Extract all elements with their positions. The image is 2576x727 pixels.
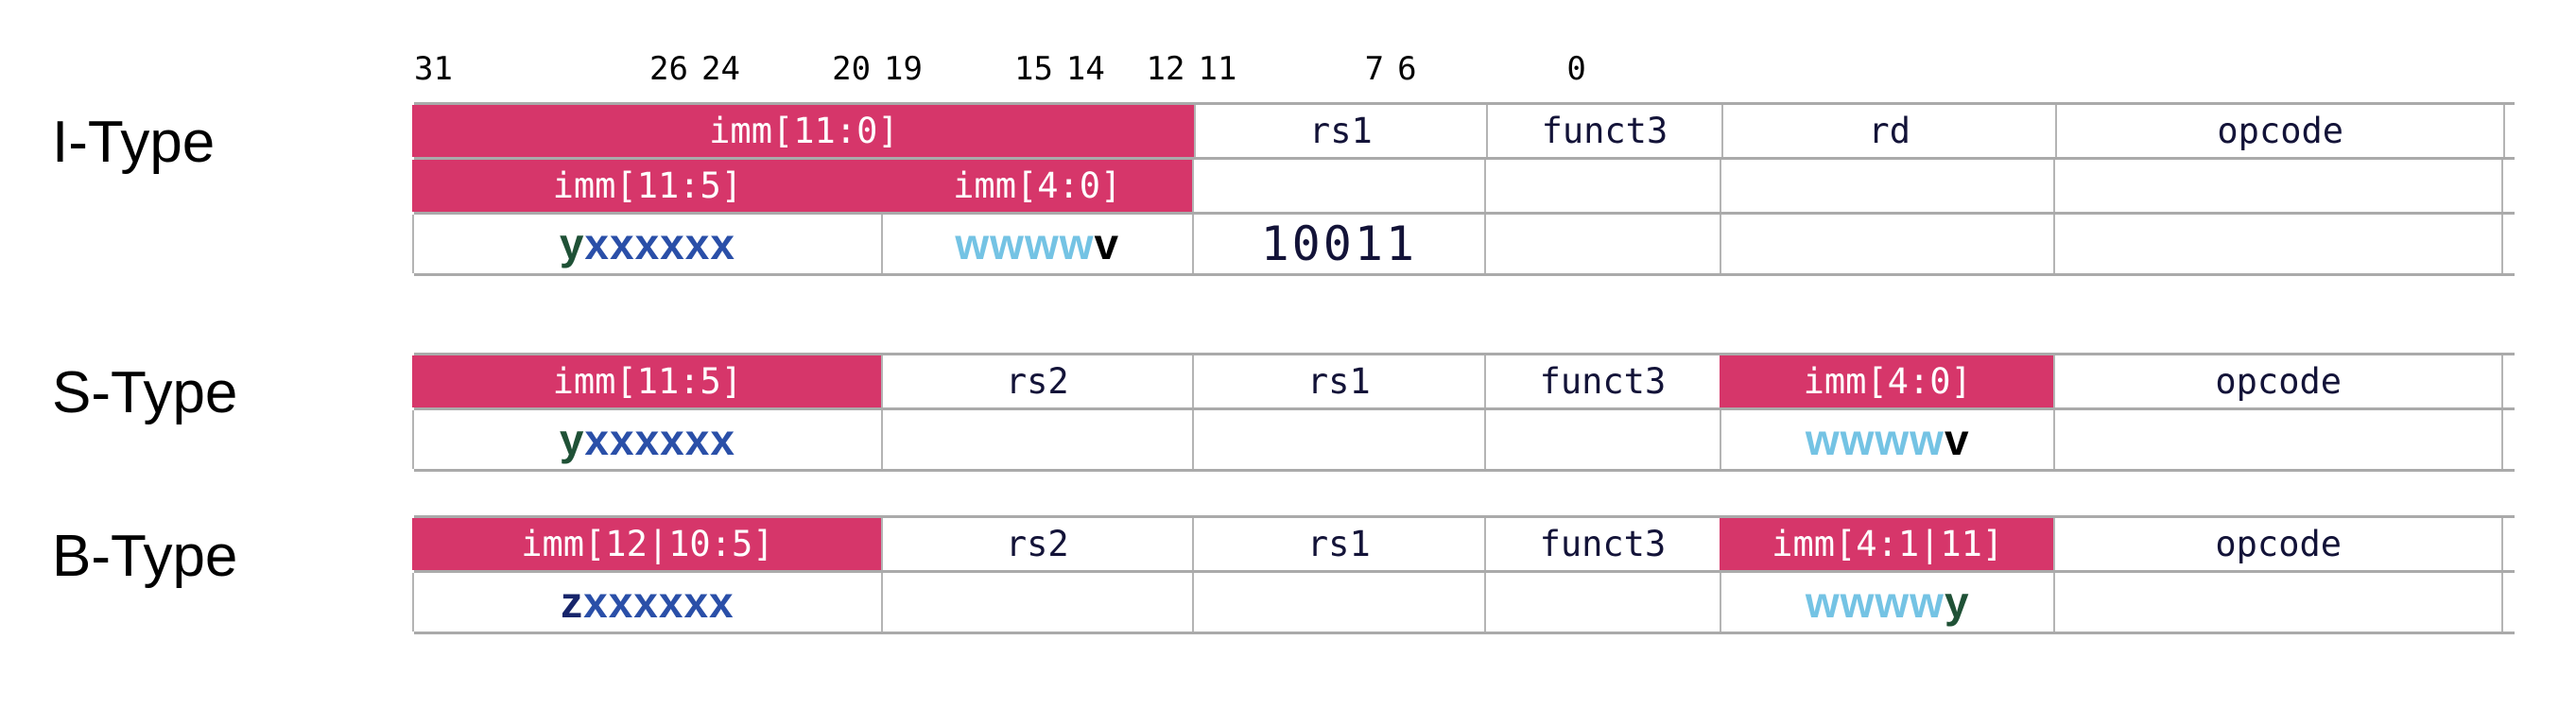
bit-glyph-navy: z — [561, 578, 584, 627]
bit-pattern-cell-1 — [880, 410, 1194, 469]
field-cell-imm-11-0: imm[11:0] — [412, 105, 1196, 157]
field-cell-rd: rd — [1720, 105, 2058, 157]
binary-literal: 10011 — [1260, 216, 1418, 271]
bit-pattern-cell-2 — [1191, 573, 1486, 632]
bit-index-14: 14 — [1065, 50, 1105, 88]
format-label-s-type: S-Type — [52, 360, 238, 425]
bit-index-11: 11 — [1198, 50, 1237, 88]
field-cell-rs2: rs2 — [880, 518, 1194, 570]
bit-glyph-cyan: wwww — [1805, 415, 1945, 464]
bit-index-20: 20 — [832, 50, 872, 88]
bit-glyph-black: v — [1094, 219, 1120, 268]
bit-glyph-cyan: wwww — [955, 219, 1095, 268]
bit-pattern-cell-2: 10011 — [1191, 215, 1486, 273]
format-label-b-type: B-Type — [52, 524, 238, 589]
bit-index-12: 12 — [1146, 50, 1185, 88]
bit-pattern-cell-5 — [2053, 410, 2503, 469]
field-cell-imm-11-5: imm[11:5] — [412, 160, 883, 212]
bit-glyph-blue: xxxxxx — [584, 219, 735, 268]
bit-index-15: 15 — [1013, 50, 1053, 88]
field-cell-opcode: opcode — [2053, 518, 2503, 570]
field-cell-imm-12-10-5: imm[12|10:5] — [412, 518, 883, 570]
bit-pattern-cell-3 — [1483, 410, 1721, 469]
bit-glyph-green: y — [559, 219, 585, 268]
bit-index-24: 24 — [700, 50, 740, 88]
bit-glyph-cyan: wwww — [1805, 578, 1945, 627]
bit-index-6: 6 — [1397, 50, 1417, 88]
field-cell-rs1: rs1 — [1191, 355, 1486, 407]
field-cell-opcode: opcode — [2053, 355, 2503, 407]
field-cell-funct3: funct3 — [1483, 355, 1721, 407]
field-header-row: imm[11:5]imm[4:0] — [412, 157, 2515, 212]
field-cell-opcode: opcode — [2055, 105, 2505, 157]
bit-index-0: 0 — [1566, 50, 1586, 88]
format-label-i-type: I-Type — [52, 110, 216, 175]
field-cell-funct3: funct3 — [1485, 105, 1723, 157]
field-cell-imm-4-1-11: imm[4:1|11] — [1719, 518, 2056, 570]
bit-glyph-green: y — [1944, 578, 1970, 627]
bit-pattern-cell-2 — [1191, 410, 1486, 469]
bit-pattern-cell-3 — [1483, 215, 1721, 273]
field-cell-rs2: rs2 — [880, 355, 1194, 407]
field-cell-imm-4-0: imm[4:0] — [1719, 355, 2056, 407]
field-cell-rs1: rs1 — [1191, 518, 1486, 570]
field-cell-empty-5 — [2053, 160, 2503, 212]
field-cell-empty-2 — [1191, 160, 1486, 212]
bit-index-7: 7 — [1364, 50, 1385, 88]
bit-index-19: 19 — [884, 50, 923, 88]
field-cell-empty-3 — [1483, 160, 1721, 212]
field-cell-rs1: rs1 — [1193, 105, 1488, 157]
bit-glyph-blue: xxxxxx — [584, 415, 735, 464]
bit-pattern-cell-5 — [2053, 573, 2503, 632]
field-cell-funct3: funct3 — [1483, 518, 1721, 570]
bit-glyph-black: v — [1944, 415, 1970, 464]
bit-glyph-green: y — [559, 415, 585, 464]
bit-pattern-cell-4 — [1719, 215, 2056, 273]
bit-glyph-blue: xxxxxx — [583, 578, 735, 627]
bit-index-31: 31 — [414, 50, 453, 88]
bit-pattern-cell-1 — [880, 573, 1194, 632]
bit-pattern-cell-3 — [1483, 573, 1721, 632]
field-cell-empty-4 — [1719, 160, 2056, 212]
field-cell-imm-4-0: imm[4:0] — [880, 160, 1194, 212]
bit-index-26: 26 — [649, 50, 688, 88]
field-cell-imm-11-5: imm[11:5] — [412, 355, 883, 407]
bit-pattern-cell-5 — [2053, 215, 2503, 273]
